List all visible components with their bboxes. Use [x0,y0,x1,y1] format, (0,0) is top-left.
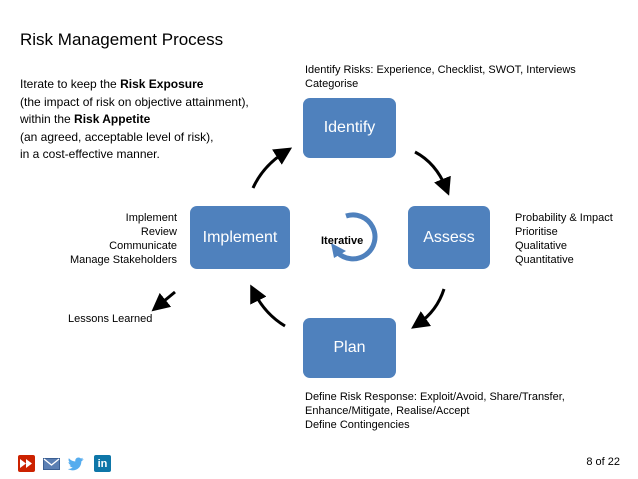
arrow-assess-to-plan [411,288,446,329]
implement-note-2: Review [140,226,177,238]
intro-line-3: within the [20,112,75,126]
arrow-identify-to-assess [414,150,451,196]
arrow-implement-to-identify [251,147,293,189]
slide-title: Risk Management Process [20,30,224,49]
assess-box: Assess [408,206,490,269]
plan-note-2: Enhance/Mitigate, Realise/Accept [305,405,470,417]
identify-notes: Identify Risks: Experience, Checklist, S… [305,63,576,91]
identify-box: Identify [303,98,396,158]
iterative-cycle-icon [331,212,378,262]
plan-notes: Define Risk Response: Exploit/Avoid, Sha… [305,390,565,432]
implement-note-4: Manage Stakeholders [69,254,177,266]
risk-appetite-term: Risk Appetite [74,112,151,126]
intro-line-5: in a cost-effective manner. [20,147,160,161]
page-number: 8 of 22 [586,456,620,468]
plan-note-1: Define Risk Response: Exploit/Avoid, Sha… [305,391,565,403]
intro-line-2: (the impact of risk on objective attainm… [20,94,249,109]
implement-note-1: Implement [125,212,177,224]
intro-text: Iterate to keep the Risk Exposure (the i… [20,76,249,164]
arrow-plan-to-implement [250,284,286,328]
lessons-learned-label: Lessons Learned [68,313,153,325]
arrow-lessons-learned [151,290,176,312]
implement-notes: Implement Review Communicate Manage Stak… [70,211,177,267]
assess-note-2: Prioritise [515,226,558,238]
linkedin-icon[interactable]: in [94,455,111,472]
implement-box: Implement [190,206,290,269]
assess-notes: Probability & Impact Prioritise Qualitat… [515,211,613,267]
email-icon[interactable] [43,455,60,472]
assess-note-1: Probability & Impact [515,212,613,224]
plan-note-3: Define Contingencies [305,419,410,431]
twitter-icon[interactable] [68,455,85,472]
implement-note-3: Communicate [109,240,177,252]
iterative-label: Iterative [321,235,364,247]
risk-exposure-term: Risk Exposure [120,77,204,91]
assess-note-4: Quantitative [515,254,574,266]
identify-note-1: Identify Risks: Experience, Checklist, S… [305,64,576,76]
identify-note-2: Categorise [305,78,359,90]
intro-line-4: (an agreed, acceptable level of risk), [20,129,214,144]
plan-box: Plan [303,318,396,378]
intro-line-1: Iterate to keep the [20,77,121,91]
assess-note-3: Qualitative [515,240,567,252]
slideshare-icon[interactable] [18,455,35,472]
